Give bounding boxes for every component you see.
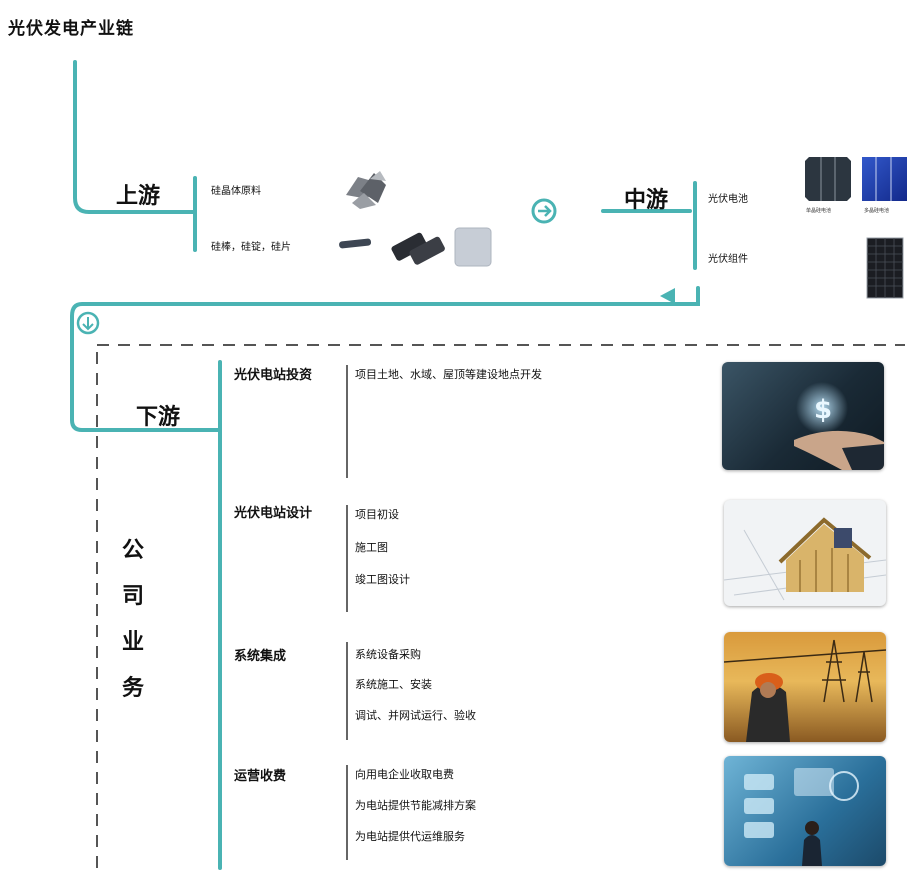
- category-design: 光伏电站设计: [234, 506, 313, 521]
- down-arrow-circle-icon: [76, 311, 100, 335]
- category-design-item-2: 施工图: [355, 541, 388, 554]
- silicon-raw-material-image: [346, 171, 386, 209]
- category-operation-item-2: 为电站提供节能减排方案: [355, 799, 476, 812]
- company-char-1: 公: [121, 538, 144, 563]
- poly-cell-caption: 多晶硅电池: [864, 208, 890, 214]
- investment-photo: $: [722, 362, 884, 470]
- category-operation: 运营收费: [234, 769, 287, 784]
- design-photo: [724, 500, 886, 606]
- midstream-label: 中游: [624, 188, 669, 213]
- upstream-item-wafer: 硅棒，硅锭，硅片: [211, 242, 291, 253]
- return-arrow-icon: [660, 288, 675, 304]
- category-investment: 光伏电站投资: [234, 368, 313, 383]
- silicon-rod-ingot-wafer-image: [339, 227, 492, 267]
- company-char-2: 司: [121, 584, 144, 609]
- right-arrow-circle-icon: [531, 198, 557, 224]
- page-title: 光伏发电产业链: [8, 19, 134, 39]
- category-investment-item-1: 项目土地、水域、屋顶等建设地点开发: [355, 368, 542, 381]
- upstream-label: 上游: [116, 184, 161, 209]
- operation-photo: [724, 756, 886, 866]
- category-integration-item-3: 调试、并网试运行、验收: [355, 709, 476, 722]
- company-char-4: 务: [121, 676, 144, 701]
- downstream-label: 下游: [136, 405, 181, 430]
- svg-text:$: $: [814, 395, 832, 425]
- category-integration-item-1: 系统设备采购: [355, 648, 421, 661]
- category-operation-item-3: 为电站提供代运维服务: [355, 830, 465, 843]
- category-integration-item-2: 系统施工、安装: [355, 678, 432, 691]
- category-design-item-1: 项目初设: [355, 508, 399, 521]
- category-operation-item-1: 向用电企业收取电费: [355, 768, 454, 781]
- solar-module-image: [866, 237, 904, 299]
- midstream-item-module: 光伏组件: [708, 254, 748, 265]
- poly-solar-cell-image: [862, 157, 907, 201]
- company-business-vertical-title: 公 司 业 务: [118, 528, 148, 712]
- mono-cell-caption: 单晶硅电池: [806, 208, 832, 214]
- upstream-item-raw: 硅晶体原料: [211, 186, 261, 197]
- company-dashed-box: [96, 344, 905, 876]
- category-integration: 系统集成: [234, 649, 287, 664]
- company-char-3: 业: [121, 630, 144, 655]
- integration-photo: [724, 632, 886, 742]
- midstream-item-cell: 光伏电池: [708, 194, 748, 205]
- mono-solar-cell-image: [805, 157, 851, 201]
- category-design-item-3: 竣工图设计: [355, 573, 410, 586]
